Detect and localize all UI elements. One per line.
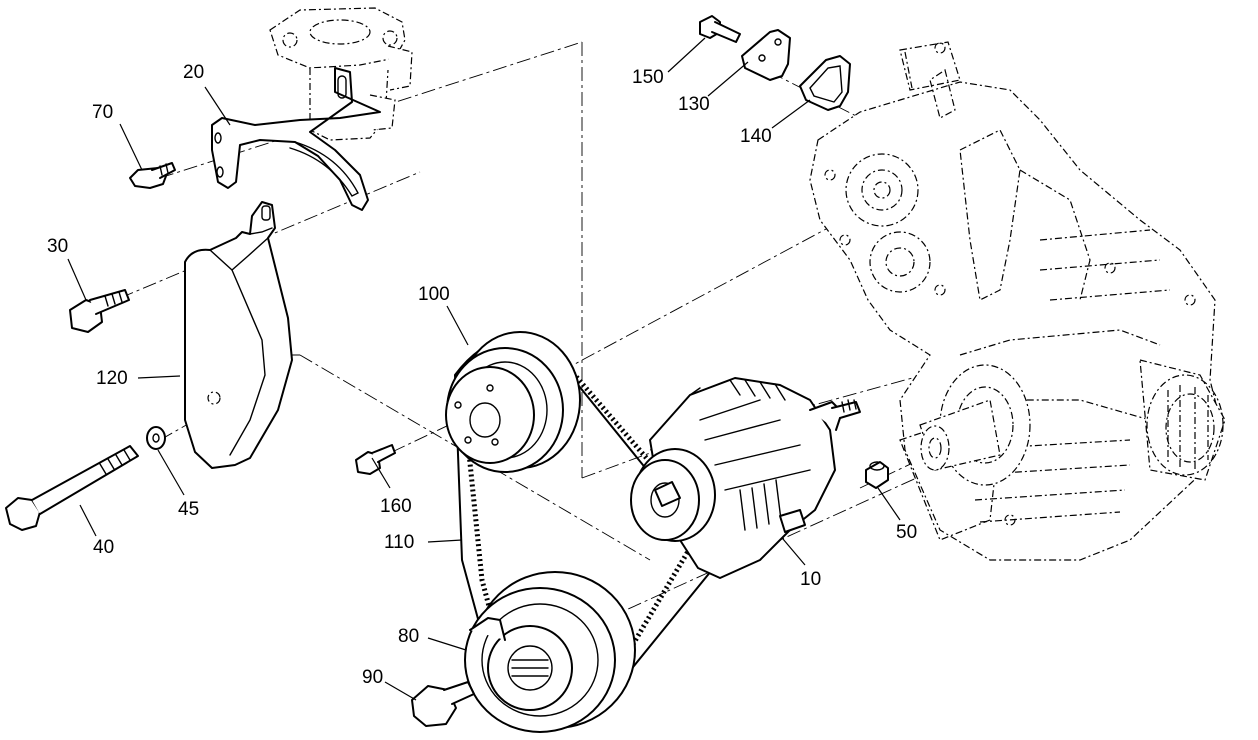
part-10-alternator [630, 377, 861, 579]
callout-110: 110 [384, 532, 414, 553]
callout-80: 80 [398, 626, 419, 647]
callout-140: 140 [740, 126, 772, 147]
part-140-gasket [799, 55, 851, 111]
callout-70: 70 [92, 102, 113, 123]
leader-lines [67, 37, 901, 701]
callout-30: 30 [47, 236, 68, 257]
part-40-long-bolt [5, 445, 139, 531]
part-70-bolt [129, 162, 176, 189]
callout-120: 120 [96, 368, 128, 389]
callout-20: 20 [183, 62, 204, 83]
callout-150: 150 [632, 67, 664, 88]
callout-10: 10 [800, 569, 821, 590]
callout-40: 40 [93, 537, 114, 558]
callout-100: 100 [418, 284, 450, 305]
part-80-crank-pulley [464, 571, 636, 733]
part-150-bolt [699, 15, 741, 43]
callout-160: 160 [380, 496, 412, 517]
part-130-cover-plate [741, 29, 791, 81]
part-100-fan-pulley [445, 331, 581, 473]
callout-50: 50 [896, 522, 917, 543]
part-30-flange-bolt [69, 289, 130, 333]
part-20-adjusting-bracket [211, 67, 381, 211]
engine-block-outline [809, 41, 1226, 561]
part-90-crank-bolt [411, 681, 475, 727]
part-160-bolt [355, 444, 396, 475]
callout-90: 90 [362, 667, 383, 688]
callout-130: 130 [678, 94, 710, 115]
part-45-washer [146, 426, 166, 450]
part-50-spacer [865, 461, 889, 489]
callout-labels: 10 20 30 40 45 50 70 80 90 100 110 120 1… [47, 62, 917, 688]
callout-45: 45 [178, 499, 199, 520]
part-120-belt-cover [184, 201, 293, 469]
